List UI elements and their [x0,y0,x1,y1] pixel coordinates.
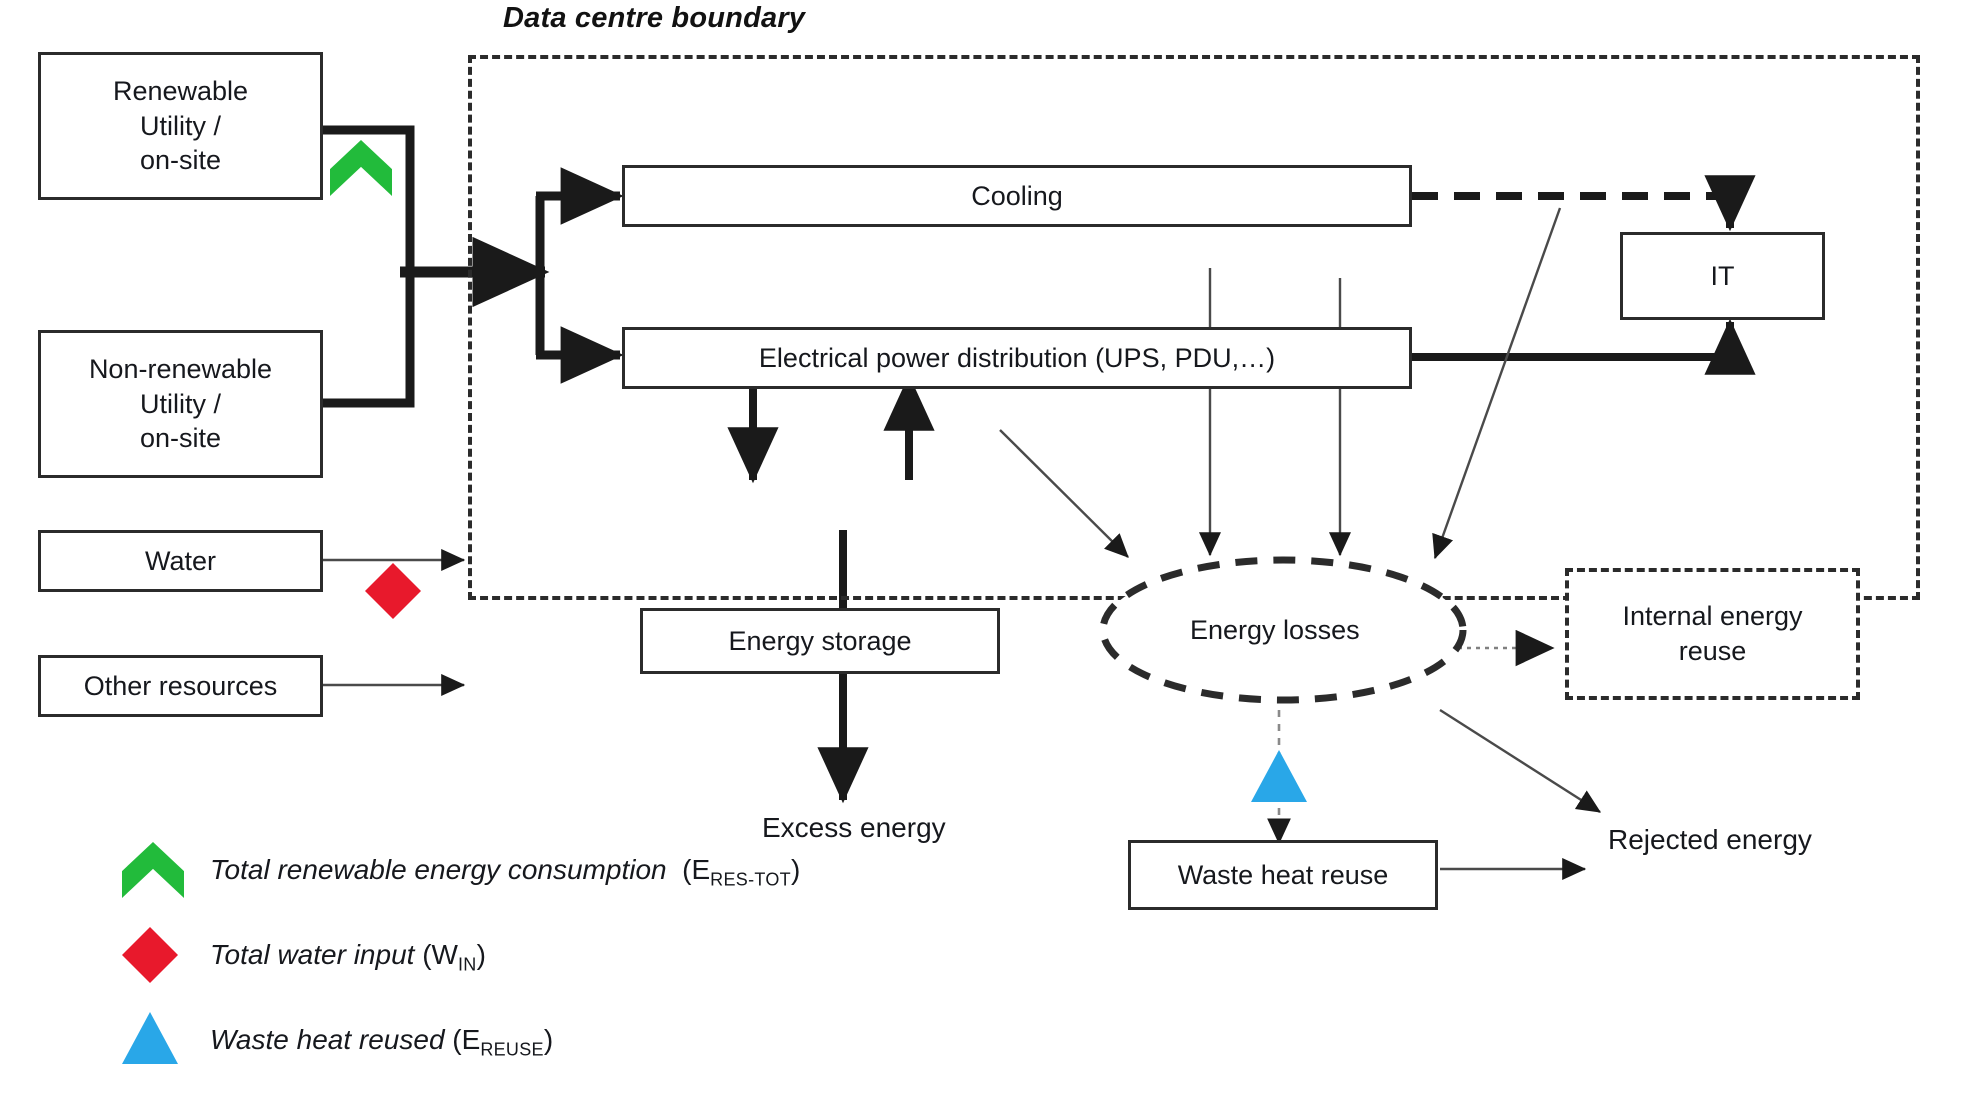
node-electrical-power-distribution[interactable]: Electrical power distribution (UPS, PDU,… [622,327,1412,389]
label-excess-energy: Excess energy [762,812,946,843]
node-energy-losses-ellipse[interactable] [1098,554,1468,706]
node-energy-storage-label: Energy storage [728,625,912,656]
legend: Total renewable energy consumption (ERES… [60,840,960,1095]
node-epd-label: Electrical power distribution (UPS, PDU,… [758,342,1276,373]
legend-renewable-text: Total renewable energy consumption (ERES… [210,854,801,890]
node-water-label: Water [144,545,216,576]
loss-arrows [999,207,1562,560]
legend-renewable-subscript: RES-TOT [710,869,791,890]
node-renewable-line3: on-site [139,145,222,176]
resource-input-lines [318,548,466,697]
losses-to-rejected-line [1439,708,1602,814]
node-waste-heat-reuse[interactable]: Waste heat reuse [1128,840,1438,910]
node-it[interactable]: IT [1620,232,1825,320]
legend-item-water: Total water input (WIN) [60,925,960,1010]
red-diamond-icon [122,927,178,983]
node-renewable-utility[interactable]: Renewable Utility / on-site [38,52,323,200]
legend-water-symbol: W [431,939,458,970]
legend-item-renewable: Total renewable energy consumption (ERES… [60,840,960,925]
legend-water-subscript: IN [457,954,477,975]
epd-to-it-line [1412,318,1756,375]
legend-renewable-symbol: E [691,854,711,885]
node-it-label: IT [1710,260,1735,291]
node-renewable-line1: Renewable [112,76,249,107]
node-energy-storage[interactable]: Energy storage [640,608,1000,674]
cooling-to-it-line [1412,175,1756,232]
node-cooling-label: Cooling [971,180,1063,211]
green-chevron-icon [122,842,184,898]
power-trunk-lines [322,125,624,408]
legend-renewable-phrase: Total renewable energy consumption [210,854,667,885]
node-non-renewable-line1: Non-renewable [88,354,273,385]
node-non-renewable-line3: on-site [139,423,222,454]
epd-storage-lines [727,372,935,484]
legend-item-waste-heat: Waste heat reused (EREUSE) [60,1010,960,1095]
node-cooling[interactable]: Cooling [622,165,1412,227]
legend-waste-heat-text: Waste heat reused (EREUSE) [210,1024,554,1060]
legend-waste-heat-phrase: Waste heat reused [210,1024,445,1055]
boundary-title: Data centre boundary [503,2,806,34]
node-other-resources[interactable]: Other resources [38,655,323,717]
blue-triangle-icon [122,1012,178,1064]
node-water[interactable]: Water [38,530,323,592]
label-rejected-energy: Rejected energy [1608,824,1812,855]
node-non-renewable-utility[interactable]: Non-renewable Utility / on-site [38,330,323,478]
legend-water-text: Total water input (WIN) [210,939,486,975]
legend-waste-heat-subscript: REUSE [480,1039,544,1060]
node-non-renewable-line2: Utility / [140,388,221,419]
node-internal-energy-reuse[interactable]: Internal energy reuse [1565,568,1860,700]
node-other-resources-label: Other resources [83,670,278,701]
node-internal-reuse-line2: reuse [1678,636,1747,666]
node-waste-heat-reuse-label: Waste heat reuse [1177,859,1389,890]
legend-waste-heat-symbol: E [461,1024,481,1055]
node-internal-reuse-line1: Internal energy [1622,600,1803,631]
node-renewable-line2: Utility / [140,110,221,141]
legend-water-phrase: Total water input [210,939,415,970]
node-energy-losses-label: Energy losses [1190,615,1360,645]
